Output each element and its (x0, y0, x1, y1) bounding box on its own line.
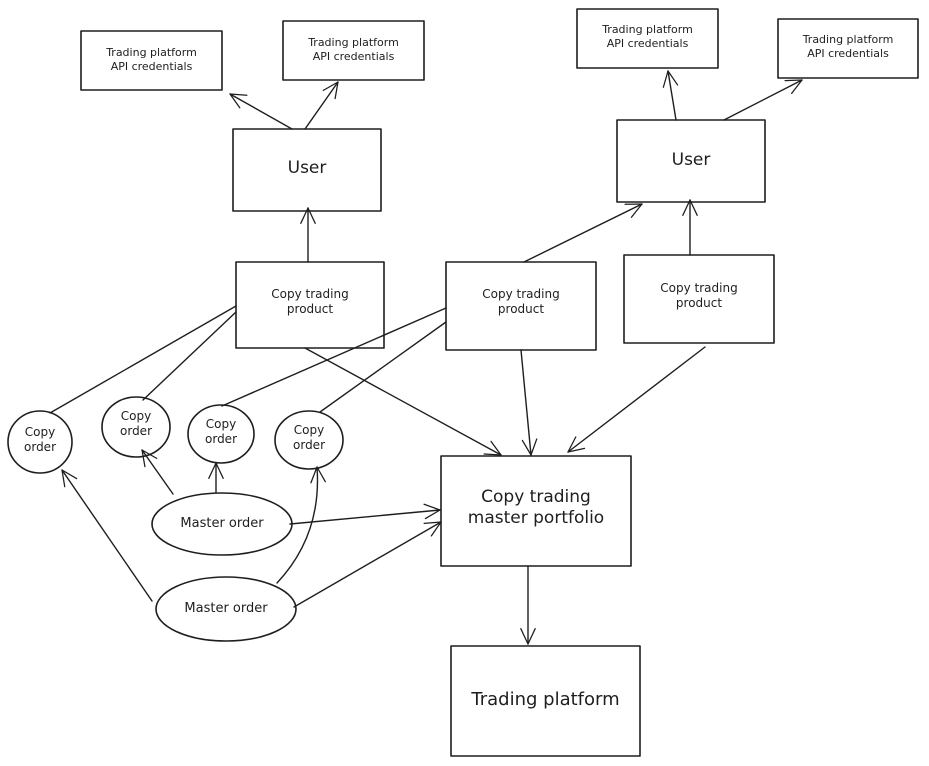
master-order-ellipse-2 (155, 576, 297, 642)
copy-trading-product-label-2-line-1: Copy trading (482, 287, 560, 301)
arrow-user1-to-api2 (304, 81, 339, 130)
arrow-master-order2-to-copy-order1 (61, 469, 153, 602)
copy-order-label-4: Copy order (275, 423, 343, 453)
copy-order-ellipse-4 (274, 410, 344, 470)
api-credentials-box-1 (80, 30, 223, 91)
line-product2-to-copy-order4 (319, 321, 447, 413)
master-order-label-2: Master order (156, 601, 296, 617)
api-credentials-label-1: Trading platform API credentials (81, 46, 222, 74)
line-product1-to-copy-order2 (142, 311, 237, 401)
api-credentials-label-4: Trading platform API credentials (778, 33, 918, 61)
arrow-master-order1-to-copy-order2 (141, 449, 174, 495)
api-credentials-label-3-line-2: API credentials (606, 36, 689, 50)
copy-trading-product-label-1-line-2: product (286, 302, 334, 316)
copy-order-label-1: Copy order (8, 425, 72, 455)
copy-trading-product-label-2-line-2: product (497, 302, 545, 316)
arrow-product2-to-portfolio (520, 349, 538, 456)
trading-platform-label-text: Trading platform (471, 689, 620, 710)
api-credentials-box-4 (777, 18, 919, 79)
api-credentials-label-4-line-1: Trading platform (802, 33, 894, 46)
api-credentials-label-2-line-1: Trading platform (308, 36, 399, 49)
arrow-master-order2-to-portfolio (293, 521, 442, 608)
user-label-2-text: User (671, 150, 711, 170)
arrow-product1-to-portfolio (304, 347, 502, 456)
api-credentials-label-1-line-2: API credentials (110, 59, 193, 73)
arrow-product3-to-portfolio (567, 346, 706, 453)
arrow-product2-to-user2 (523, 203, 643, 263)
copy-trading-master-portfolio-label-line-2: master portfolio (467, 508, 605, 529)
api-credentials-label-4-line-2: API credentials (807, 46, 889, 60)
copy-order-label-2-line-1: Copy (120, 409, 152, 423)
api-credentials-label-2-line-2: API credentials (312, 49, 395, 63)
copy-order-label-4-line-2: order (293, 438, 325, 452)
api-credentials-label-3-line-1: Trading platform (602, 23, 693, 36)
copy-order-label-1-line-1: Copy (24, 425, 56, 439)
arrow-user2-to-api4 (723, 79, 803, 121)
trading-platform-label: Trading platform (451, 689, 640, 712)
arrow-user2-to-api3 (662, 70, 679, 121)
copy-order-label-4-line-1: Copy (293, 423, 325, 437)
copy-trading-product-label-1: Copy trading product (236, 287, 384, 317)
copy-order-label-2: Copy order (102, 409, 170, 439)
copy-trading-product-label-1-line-1: Copy trading (271, 287, 349, 301)
api-credentials-label-3: Trading platform API credentials (577, 23, 718, 51)
copy-order-ellipse-1 (7, 410, 73, 474)
copy-trading-master-portfolio-label: Copy trading master portfolio (441, 487, 631, 530)
arrow-user1-to-api1 (229, 93, 293, 130)
copy-trading-product-label-3: Copy trading product (624, 281, 774, 311)
copy-order-label-3: Copy order (188, 417, 254, 447)
copy-trading-product-box-1 (235, 261, 385, 349)
master-order-label-1: Master order (152, 516, 292, 532)
user-label-1-text: User (287, 158, 327, 178)
copy-order-ellipse-2 (101, 396, 171, 458)
user-label-2: User (617, 150, 765, 171)
api-credentials-label-1-line-1: Trading platform (106, 46, 197, 59)
user-label-1: User (233, 158, 381, 179)
arrow-master-order2-to-copy-order4 (276, 466, 326, 584)
copy-trading-product-label-3-line-1: Copy trading (660, 281, 738, 295)
arrow-master-order1-to-portfolio (289, 503, 441, 525)
line-product1-to-copy-order1 (49, 305, 237, 414)
copy-trading-product-box-3 (623, 254, 775, 344)
line-product2-to-copy-order3 (221, 307, 447, 407)
api-credentials-box-3 (576, 8, 719, 69)
master-order-label-2-text: Master order (184, 601, 268, 616)
copy-order-label-1-line-2: order (24, 440, 56, 454)
copy-trading-product-label-2: Copy trading product (446, 287, 596, 317)
api-credentials-label-2: Trading platform API credentials (283, 36, 424, 64)
master-order-label-1-text: Master order (180, 516, 264, 531)
trading-platform-box (450, 645, 641, 757)
copy-trading-product-label-3-line-2: product (675, 296, 723, 310)
copy-order-label-3-line-1: Copy (205, 417, 237, 431)
copy-order-label-2-line-2: order (120, 424, 152, 438)
copy-trading-master-portfolio-label-line-1: Copy trading (481, 487, 591, 507)
copy-order-label-3-line-2: order (205, 432, 237, 446)
copy-trading-master-portfolio-box (440, 455, 632, 567)
api-credentials-box-2 (282, 20, 425, 81)
